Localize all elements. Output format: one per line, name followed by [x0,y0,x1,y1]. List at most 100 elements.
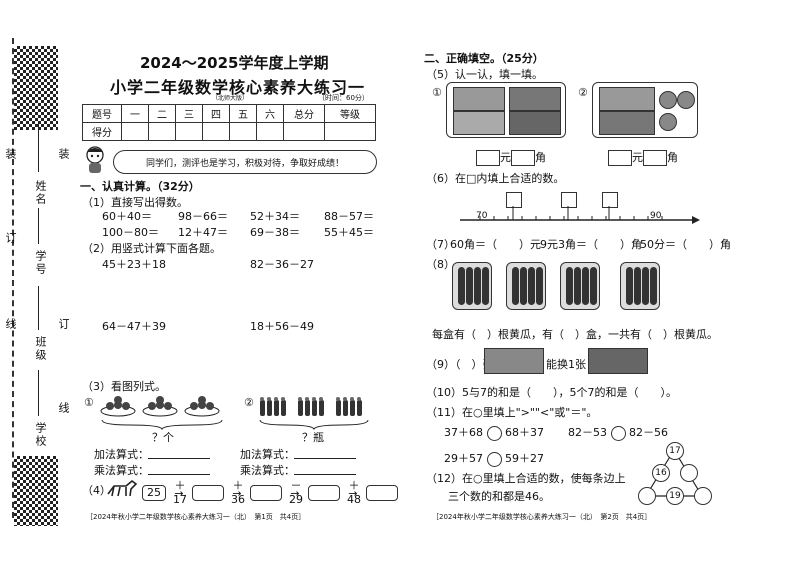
mascot-icon [86,146,104,173]
q2-item: 82－36－27 [250,258,314,271]
q5-answer-1: 元角 [476,149,546,166]
compare-circle[interactable] [486,451,502,467]
compare-circle[interactable] [486,425,502,441]
q2-item: 18＋56－49 [250,320,314,333]
q7-part: 50分＝（ ）角 [640,238,731,251]
triangle-bottom-mid: 19 [666,487,684,505]
score-cell[interactable] [121,122,149,141]
q11-label: （11）在○里填上">""<"或"＝"。 [426,406,598,419]
title-line1: 2024～2025学年度上学期 [140,54,329,72]
score-cell[interactable] [283,122,325,141]
name-input-line[interactable] [38,124,39,172]
score-cell[interactable] [324,122,376,141]
q1-item: 69－38＝ [250,226,300,239]
numline-label-70: 70 [476,211,488,221]
q3a-add-answer-line[interactable] [148,458,210,459]
q3b-question: ？瓶 [302,431,324,444]
triangle-vertex-right-blank[interactable] [694,487,712,505]
jiao-answer-box[interactable] [643,150,667,166]
score-table: 题号 一 二 三 四 五 六 总分 等级 得分 [82,104,376,141]
score-table-score-row: 得分 [82,122,376,141]
q1-item: 100－80＝ [102,226,159,239]
binding-pattern-top [14,46,58,130]
score-col-header: 三 [175,104,203,123]
cut-mark: 线 [57,402,70,415]
q2-item: 45＋23＋18 [102,258,166,271]
score-col-header: 五 [229,104,257,123]
bill-10-yuan-icon [484,348,544,374]
class-label: 班级 [34,336,47,362]
score-col-header: 总分 [283,104,325,123]
q1-label: （1）直接写出得数。 [82,196,188,209]
q3a-mul-answer-line[interactable] [148,474,210,475]
compare-circle[interactable] [610,425,626,441]
score-cell[interactable] [175,122,203,141]
yuan-answer-box[interactable] [476,150,500,166]
triangle-right-mid-blank[interactable] [680,464,698,482]
q3b-mul-label: 乘法算式： [240,464,295,477]
q1-item: 60＋40＝ [102,210,152,223]
score-col-header: 题号 [82,104,122,123]
q3b-mul-answer-line[interactable] [294,474,356,475]
class-input-line[interactable] [38,286,39,330]
numline-answer-box[interactable] [561,192,577,208]
bill-5-jiao-icon [509,111,561,135]
chain-answer-box[interactable] [366,485,398,501]
yuan-answer-box[interactable] [608,150,632,166]
bill-20-yuan-icon [599,87,655,111]
cut-mark: 订 [57,318,70,331]
score-row-label: 得分 [82,122,122,141]
edition-note: （北师大版） [212,95,249,102]
numline-answer-box[interactable] [506,192,522,208]
q1-item: 88－57＝ [324,210,374,223]
q11-right-expr: 82－56 [629,426,668,439]
score-cell[interactable] [229,122,257,141]
triangle-vertex-left-blank[interactable] [638,487,656,505]
q3a-add-label: 加法算式： [94,448,149,461]
score-cell[interactable] [148,122,176,141]
school-input-line[interactable] [38,370,39,416]
student-id-input-line[interactable] [38,208,39,244]
horse-icon [107,479,138,497]
q1-item: 98－66＝ [178,210,228,223]
q3b-add-answer-line[interactable] [294,458,356,459]
chain-answer-box[interactable] [308,485,340,501]
coin-icon [659,113,677,131]
q5-marker-1: ① [432,86,442,99]
q11-compare: 82－53 82－56 [568,424,668,441]
cut-mark: 装 [57,148,70,161]
right-page-footer: ［2024年秋小学二年级数学核心素养大练习一（北） 第2页 共4页］ [432,513,652,521]
bill-100-yuan-icon [588,348,648,374]
chain-op: －29→ [282,479,308,506]
numline-answer-box[interactable] [602,192,618,208]
chain-answer-box[interactable] [250,485,282,501]
binding-cut-line [12,38,14,518]
q5-answer-2: 元角 [608,149,678,166]
score-col-header: 等级 [324,104,376,123]
q11-compare: 37＋68 68＋37 [444,424,544,441]
cut-mark: 订 [4,232,17,245]
score-cell[interactable] [256,122,284,141]
triangle-left-mid: 16 [652,464,670,482]
score-cell[interactable] [202,122,230,141]
q3b-add-label: 加法算式： [240,448,295,461]
coin-icon [677,91,695,109]
chain-op-label: ＋36 [231,478,245,506]
bill-10-yuan-icon [453,87,505,111]
school-label: 学校 [34,422,47,448]
bun-plates-icon [100,396,220,417]
chain-answer-box[interactable] [192,485,224,501]
q3-label: （3）看图列式。 [82,380,166,393]
number-line [460,206,700,224]
binding-pattern-bottom [14,456,58,526]
name-label: 姓名 [34,180,47,206]
q4-label: （4） [82,484,111,497]
q7-part: 9元3角＝（ ）角 [540,238,642,251]
brace-a-icon [101,419,223,430]
cucumber-box-icon [560,262,600,310]
q8-text: 每盒有（ ）根黄瓜，有（ ）盒，一共有（ ）根黄瓜。 [432,328,718,341]
q3a-question: ？个 [152,431,174,444]
q3a-mul-label: 乘法算式： [94,464,149,477]
bottles-icon [260,397,362,416]
jiao-answer-box[interactable] [511,150,535,166]
